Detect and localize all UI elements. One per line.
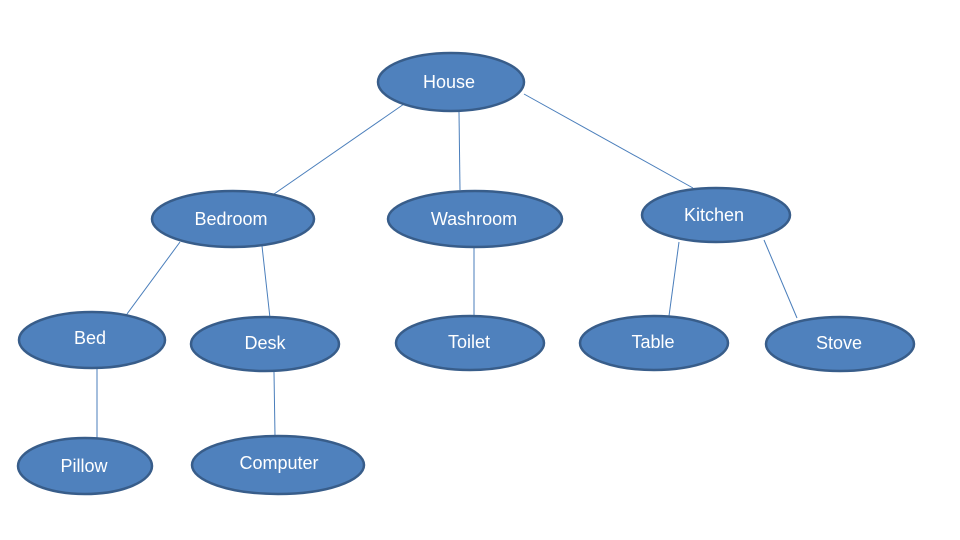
node-bedroom-shape <box>150 189 316 249</box>
node-desk-label: Desk <box>244 333 286 353</box>
node-stove-shape <box>764 315 916 373</box>
node-kitchen: Kitchen <box>640 186 792 244</box>
node-kitchen-shape <box>640 186 792 244</box>
node-washroom-shape <box>386 189 564 249</box>
node-bed-label: Bed <box>74 328 106 348</box>
node-bed-shape <box>17 310 167 370</box>
node-bedroom-label: Bedroom <box>194 209 267 229</box>
edge-house-kitchen <box>523 93 694 189</box>
node-house: House <box>376 51 526 113</box>
node-kitchen-label: Kitchen <box>684 205 744 225</box>
node-layer: House Bedroom Washroom Kitchen Bed Desk <box>16 51 916 496</box>
edge-house-bedroom <box>273 103 405 195</box>
node-pillow-shape <box>16 436 154 496</box>
node-pillow-label: Pillow <box>60 456 108 476</box>
edge-bedroom-desk <box>261 245 271 319</box>
node-house-shape <box>376 51 526 113</box>
edge-desk-computer <box>273 371 276 437</box>
node-washroom: Washroom <box>386 189 564 249</box>
node-computer: Computer <box>190 434 366 496</box>
node-bed: Bed <box>17 310 167 370</box>
node-pillow: Pillow <box>16 436 154 496</box>
node-stove-label: Stove <box>816 333 862 353</box>
node-table-label: Table <box>631 332 674 352</box>
node-desk: Desk <box>189 315 341 373</box>
edge-house-washroom <box>458 111 461 191</box>
node-house-label: House <box>423 72 475 92</box>
edge-bedroom-bed <box>126 241 181 315</box>
node-bedroom: Bedroom <box>150 189 316 249</box>
node-toilet-label: Toilet <box>448 332 490 352</box>
node-table: Table <box>578 314 730 372</box>
edge-kitchen-stove <box>763 239 798 319</box>
node-toilet-shape <box>394 314 546 372</box>
node-desk-shape <box>189 315 341 373</box>
node-computer-label: Computer <box>239 453 318 473</box>
edge-kitchen-table <box>668 241 680 317</box>
edge-layer <box>96 93 798 438</box>
node-table-shape <box>578 314 730 372</box>
node-washroom-label: Washroom <box>431 209 517 229</box>
node-toilet: Toilet <box>394 314 546 372</box>
node-stove: Stove <box>764 315 916 373</box>
node-computer-shape <box>190 434 366 496</box>
